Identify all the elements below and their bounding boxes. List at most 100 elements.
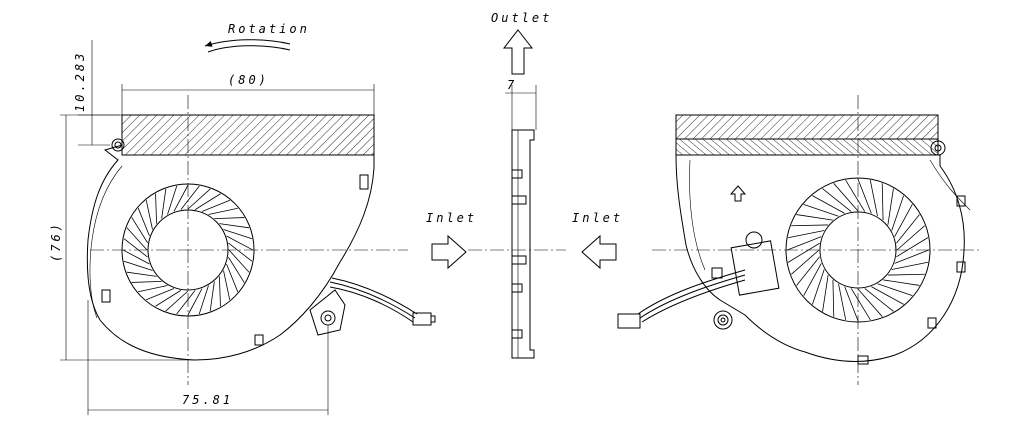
impeller-blade [126, 227, 148, 251]
impeller-blade [887, 273, 925, 276]
rotation-label: Rotation [228, 22, 310, 36]
impeller-blade [891, 195, 904, 231]
impeller-blade [180, 185, 200, 210]
impeller-blade [155, 290, 182, 307]
impeller-blade [187, 288, 203, 316]
impeller-blade [201, 199, 230, 212]
impeller-blade [812, 195, 845, 214]
impeller-blade [219, 276, 221, 307]
outlet-label: Outlet [491, 11, 552, 25]
impeller-blade [123, 260, 153, 271]
impeller-blade [850, 288, 871, 321]
impeller-blade [173, 184, 189, 212]
impeller-blade [137, 208, 150, 237]
impeller-blade [869, 179, 878, 217]
inlet-arrow-left [431, 234, 467, 270]
fan-impeller-left [122, 184, 254, 316]
mount-hole-bottom-left [320, 310, 336, 326]
impeller-blade [871, 286, 904, 305]
dim-76: (76) [49, 221, 63, 262]
impeller-blade [832, 279, 835, 317]
cable-right [639, 274, 746, 319]
impeller-blade [791, 249, 820, 275]
impeller-blade [864, 288, 894, 312]
front-view-left: Rotation (80) 10.283 (76) 75.81 [49, 22, 436, 415]
connector-left [412, 312, 432, 326]
outlet-arrow [502, 29, 534, 75]
flow-arrow-icon [729, 185, 747, 202]
impeller-blade [194, 193, 221, 210]
mount-hole-top-left [111, 138, 125, 152]
impeller-blade [896, 225, 925, 251]
impeller-blade [155, 193, 157, 224]
side-view-center: Outlet 7 Inlet Inlet [426, 11, 623, 359]
impeller-blade [165, 290, 189, 312]
heatsink-fins-left [121, 114, 375, 156]
mount-hole-bottom-right [713, 310, 733, 330]
rear-view-right [617, 95, 982, 385]
impeller-blade [787, 230, 825, 239]
impeller-blade [812, 269, 825, 305]
inlet-label-right: Inlet [572, 211, 623, 225]
impeller-blade [844, 286, 859, 322]
impeller-blade [187, 188, 211, 210]
impeller-blade [838, 283, 847, 321]
impeller-blade [228, 256, 245, 283]
impeller-blade [894, 204, 913, 237]
impeller-blade [176, 290, 196, 315]
impeller-blade [131, 217, 148, 244]
impeller-blade [803, 204, 839, 217]
impeller-blade [219, 223, 250, 229]
dim-80: (80) [228, 73, 269, 87]
impeller-blade [198, 285, 209, 315]
impeller-blade [845, 179, 866, 212]
impeller-blade [883, 279, 920, 286]
connector-right [617, 313, 641, 329]
impeller-blade [786, 236, 822, 251]
heatsink-fins-right [675, 114, 939, 140]
fan-housing-right [675, 154, 965, 362]
impeller-blade [161, 188, 167, 219]
impeller-blade [857, 288, 883, 317]
impeller-blade [167, 185, 178, 215]
impeller-blade [226, 235, 254, 251]
dim-10-283: 10.283 [73, 51, 87, 112]
impeller-blade [208, 207, 238, 215]
impeller-blade [126, 271, 157, 277]
inlet-label-left: Inlet [426, 211, 477, 225]
impeller-blade [796, 256, 820, 286]
impeller-blade [122, 249, 150, 265]
impeller-blade [131, 281, 162, 283]
impeller-blade [891, 261, 929, 270]
impeller-blade [214, 217, 245, 219]
fan-side-profile [511, 129, 535, 359]
impeller-blade [896, 237, 929, 258]
impeller-blade [223, 229, 253, 240]
impeller-blade [881, 183, 884, 221]
dim-75-81: 75.81 [182, 393, 233, 407]
impeller-blade [787, 242, 820, 263]
cable-left [329, 281, 416, 319]
impeller-blade [887, 188, 894, 225]
impeller-blade [803, 263, 822, 296]
impeller-blade [123, 238, 148, 258]
impeller-blade [138, 285, 168, 293]
impeller-blade [228, 249, 250, 273]
impeller-blade [209, 281, 215, 312]
impeller-blade [796, 214, 833, 221]
dim-7: 7 [507, 78, 517, 92]
inlet-arrow-right [581, 234, 617, 270]
fan-impeller-right [786, 178, 930, 322]
impeller-blade [223, 270, 231, 300]
impeller-blade [791, 224, 829, 227]
impeller-blade [146, 288, 175, 301]
impeller-blade [896, 214, 920, 244]
mount-hole-top-right [930, 140, 946, 156]
impeller-blade [822, 188, 852, 212]
impeller-blade [877, 283, 913, 296]
impeller-blade [226, 263, 239, 292]
fan-housing-left [86, 144, 375, 361]
impeller-blade [228, 242, 253, 262]
impeller-blade [822, 275, 829, 312]
